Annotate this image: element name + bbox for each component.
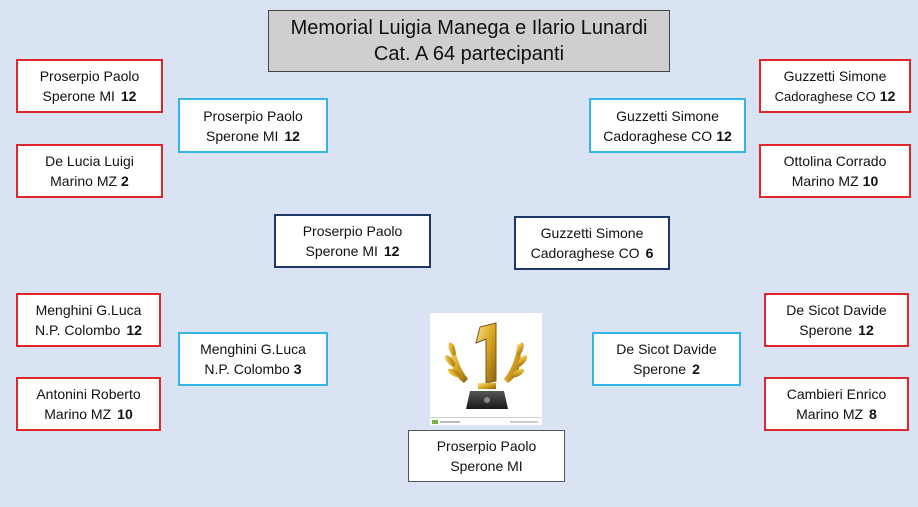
player-score: 12 — [880, 88, 896, 104]
player-name: Guzzetti Simone — [784, 66, 887, 86]
player-name: Cambieri Enrico — [787, 384, 887, 404]
player-name: Proserpio Paolo — [303, 221, 403, 241]
player-name: Ottolina Corrado — [784, 151, 887, 171]
player-name: Menghini G.Luca — [200, 339, 306, 359]
player-club: Sperone MI — [43, 88, 115, 104]
player-name: Menghini G.Luca — [36, 300, 142, 320]
player-club: Sperone — [799, 322, 852, 338]
left-r1-match4: Antonini Roberto Marino MZ 10 — [16, 377, 161, 431]
player-club: Marino MZ — [796, 406, 863, 422]
player-score: 8 — [869, 406, 877, 422]
player-name: De Lucia Luigi — [45, 151, 134, 171]
trophy-number-one-icon — [430, 313, 542, 425]
player-name: Proserpio Paolo — [203, 106, 303, 126]
right-r3-match: Guzzetti Simone Cadoraghese CO 6 — [514, 216, 670, 270]
player-club: Marino MZ — [44, 406, 111, 422]
right-r1-match3: De Sicot Davide Sperone 12 — [764, 293, 909, 347]
player-name: Antonini Roberto — [36, 384, 140, 404]
title-line-1: Memorial Luigia Manega e Ilario Lunardi — [291, 15, 648, 41]
right-r2-match2: De Sicot Davide Sperone 2 — [592, 332, 741, 386]
number-one — [476, 323, 496, 383]
player-score: 12 — [858, 322, 874, 338]
player-score: 3 — [294, 361, 302, 377]
player-score: 6 — [646, 245, 654, 261]
right-r1-match1: Guzzetti Simone Cadoraghese CO 12 — [759, 59, 911, 113]
left-r1-match3: Menghini G.Luca N.P. Colombo 12 — [16, 293, 161, 347]
player-name: Guzzetti Simone — [541, 223, 644, 243]
player-score: 2 — [692, 361, 700, 377]
title-line-2: Cat. A 64 partecipanti — [374, 41, 564, 67]
player-club: N.P. Colombo — [204, 361, 289, 377]
laurel-left — [443, 341, 468, 383]
trophy-graphic — [430, 313, 542, 425]
winner-box: Proserpio Paolo Sperone MI — [408, 430, 565, 482]
left-r3-match: Proserpio Paolo Sperone MI 12 — [274, 214, 431, 268]
laurel-right — [504, 341, 529, 383]
player-score: 10 — [117, 406, 133, 422]
player-score: 2 — [121, 173, 129, 189]
player-score: 10 — [863, 173, 879, 189]
player-score: 12 — [126, 322, 142, 338]
player-club: Cadoraghese CO — [775, 89, 876, 104]
right-r1-match4: Cambieri Enrico Marino MZ 8 — [764, 377, 909, 431]
winner-name: Proserpio Paolo — [437, 436, 537, 456]
player-score: 12 — [284, 128, 300, 144]
player-score: 12 — [716, 128, 732, 144]
player-club: Sperone MI — [206, 128, 278, 144]
tournament-title: Memorial Luigia Manega e Ilario Lunardi … — [268, 10, 670, 72]
player-club: Cadoraghese CO — [603, 128, 712, 144]
player-name: De Sicot Davide — [616, 339, 716, 359]
player-name: Guzzetti Simone — [616, 106, 719, 126]
player-club: N.P. Colombo — [35, 322, 120, 338]
player-name: De Sicot Davide — [786, 300, 886, 320]
player-score: 12 — [121, 88, 137, 104]
winner-club: Sperone MI — [450, 456, 522, 476]
player-name: Proserpio Paolo — [40, 66, 140, 86]
player-club: Cadoraghese CO — [531, 245, 640, 261]
player-club: Marino MZ — [50, 173, 117, 189]
left-r1-match1: Proserpio Paolo Sperone MI 12 — [16, 59, 163, 113]
left-r2-match1: Proserpio Paolo Sperone MI 12 — [178, 98, 328, 153]
player-score: 12 — [384, 243, 400, 259]
player-club: Marino MZ — [792, 173, 859, 189]
player-club: Sperone — [633, 361, 686, 377]
player-club: Sperone MI — [306, 243, 378, 259]
left-r2-match2: Menghini G.Luca N.P. Colombo 3 — [178, 332, 328, 386]
